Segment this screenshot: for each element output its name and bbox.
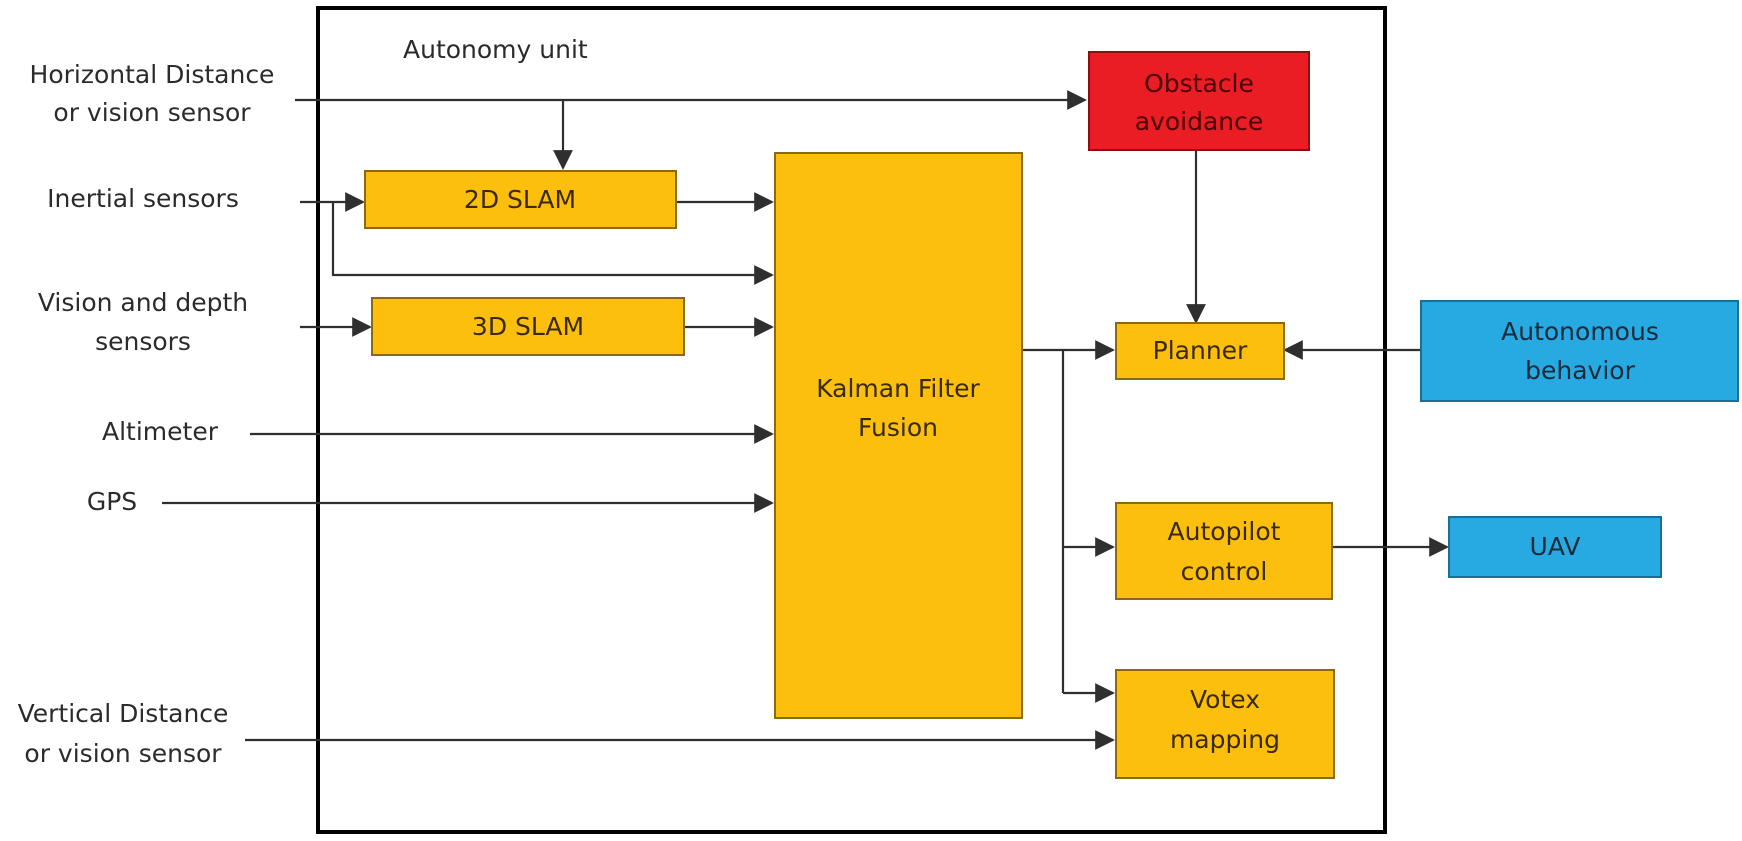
block-obstacle-avoidance: Obstacle avoidance xyxy=(1088,51,1310,151)
block-3d-slam-label: 3D SLAM xyxy=(472,312,584,341)
input-horizontal-line1: Horizontal Distance xyxy=(30,60,275,89)
input-vision-depth-line1: Vision and depth xyxy=(38,288,248,317)
block-autopilot-control: Autopilot control xyxy=(1115,502,1333,600)
block-votex-mapping: Votex mapping xyxy=(1115,669,1335,779)
input-inertial: Inertial sensors xyxy=(47,184,239,213)
block-uav-label: UAV xyxy=(1530,532,1581,561)
input-gps: GPS xyxy=(87,487,137,516)
block-autopilot-label-line1: Autopilot xyxy=(1168,517,1281,546)
block-autonomous-label-line2: behavior xyxy=(1525,356,1635,385)
block-obstacle-label-line1: Obstacle xyxy=(1144,69,1254,98)
block-votex-label-line1: Votex xyxy=(1190,685,1260,714)
block-uav: UAV xyxy=(1448,516,1662,578)
input-horizontal-line2: or vision sensor xyxy=(53,98,251,127)
block-planner-label: Planner xyxy=(1153,336,1248,365)
input-vertical-line1: Vertical Distance xyxy=(18,699,229,728)
input-vertical-line2: or vision sensor xyxy=(24,739,222,768)
edge-inertial-to-kalman xyxy=(331,202,774,285)
block-2d-slam-label: 2D SLAM xyxy=(464,185,576,214)
block-3d-slam: 3D SLAM xyxy=(371,297,685,356)
autonomy-unit-frame xyxy=(316,6,1387,834)
block-kalman-label-line1: Kalman Filter xyxy=(816,374,980,403)
input-altimeter: Altimeter xyxy=(102,417,219,446)
block-2d-slam: 2D SLAM xyxy=(364,170,677,229)
autonomy-unit-title: Autonomy unit xyxy=(403,35,588,64)
block-kalman-label-line2: Fusion xyxy=(858,413,938,442)
block-votex-label-line2: mapping xyxy=(1170,725,1280,754)
block-obstacle-label-line2: avoidance xyxy=(1135,107,1264,136)
block-autonomous-behavior: Autonomous behavior xyxy=(1420,300,1739,402)
input-vision-depth-line2: sensors xyxy=(95,327,191,356)
block-autopilot-label-line2: control xyxy=(1181,557,1268,586)
block-kalman-filter-fusion: Kalman Filter Fusion xyxy=(774,152,1023,719)
block-autonomous-label-line1: Autonomous xyxy=(1501,317,1659,346)
block-planner: Planner xyxy=(1115,322,1285,380)
